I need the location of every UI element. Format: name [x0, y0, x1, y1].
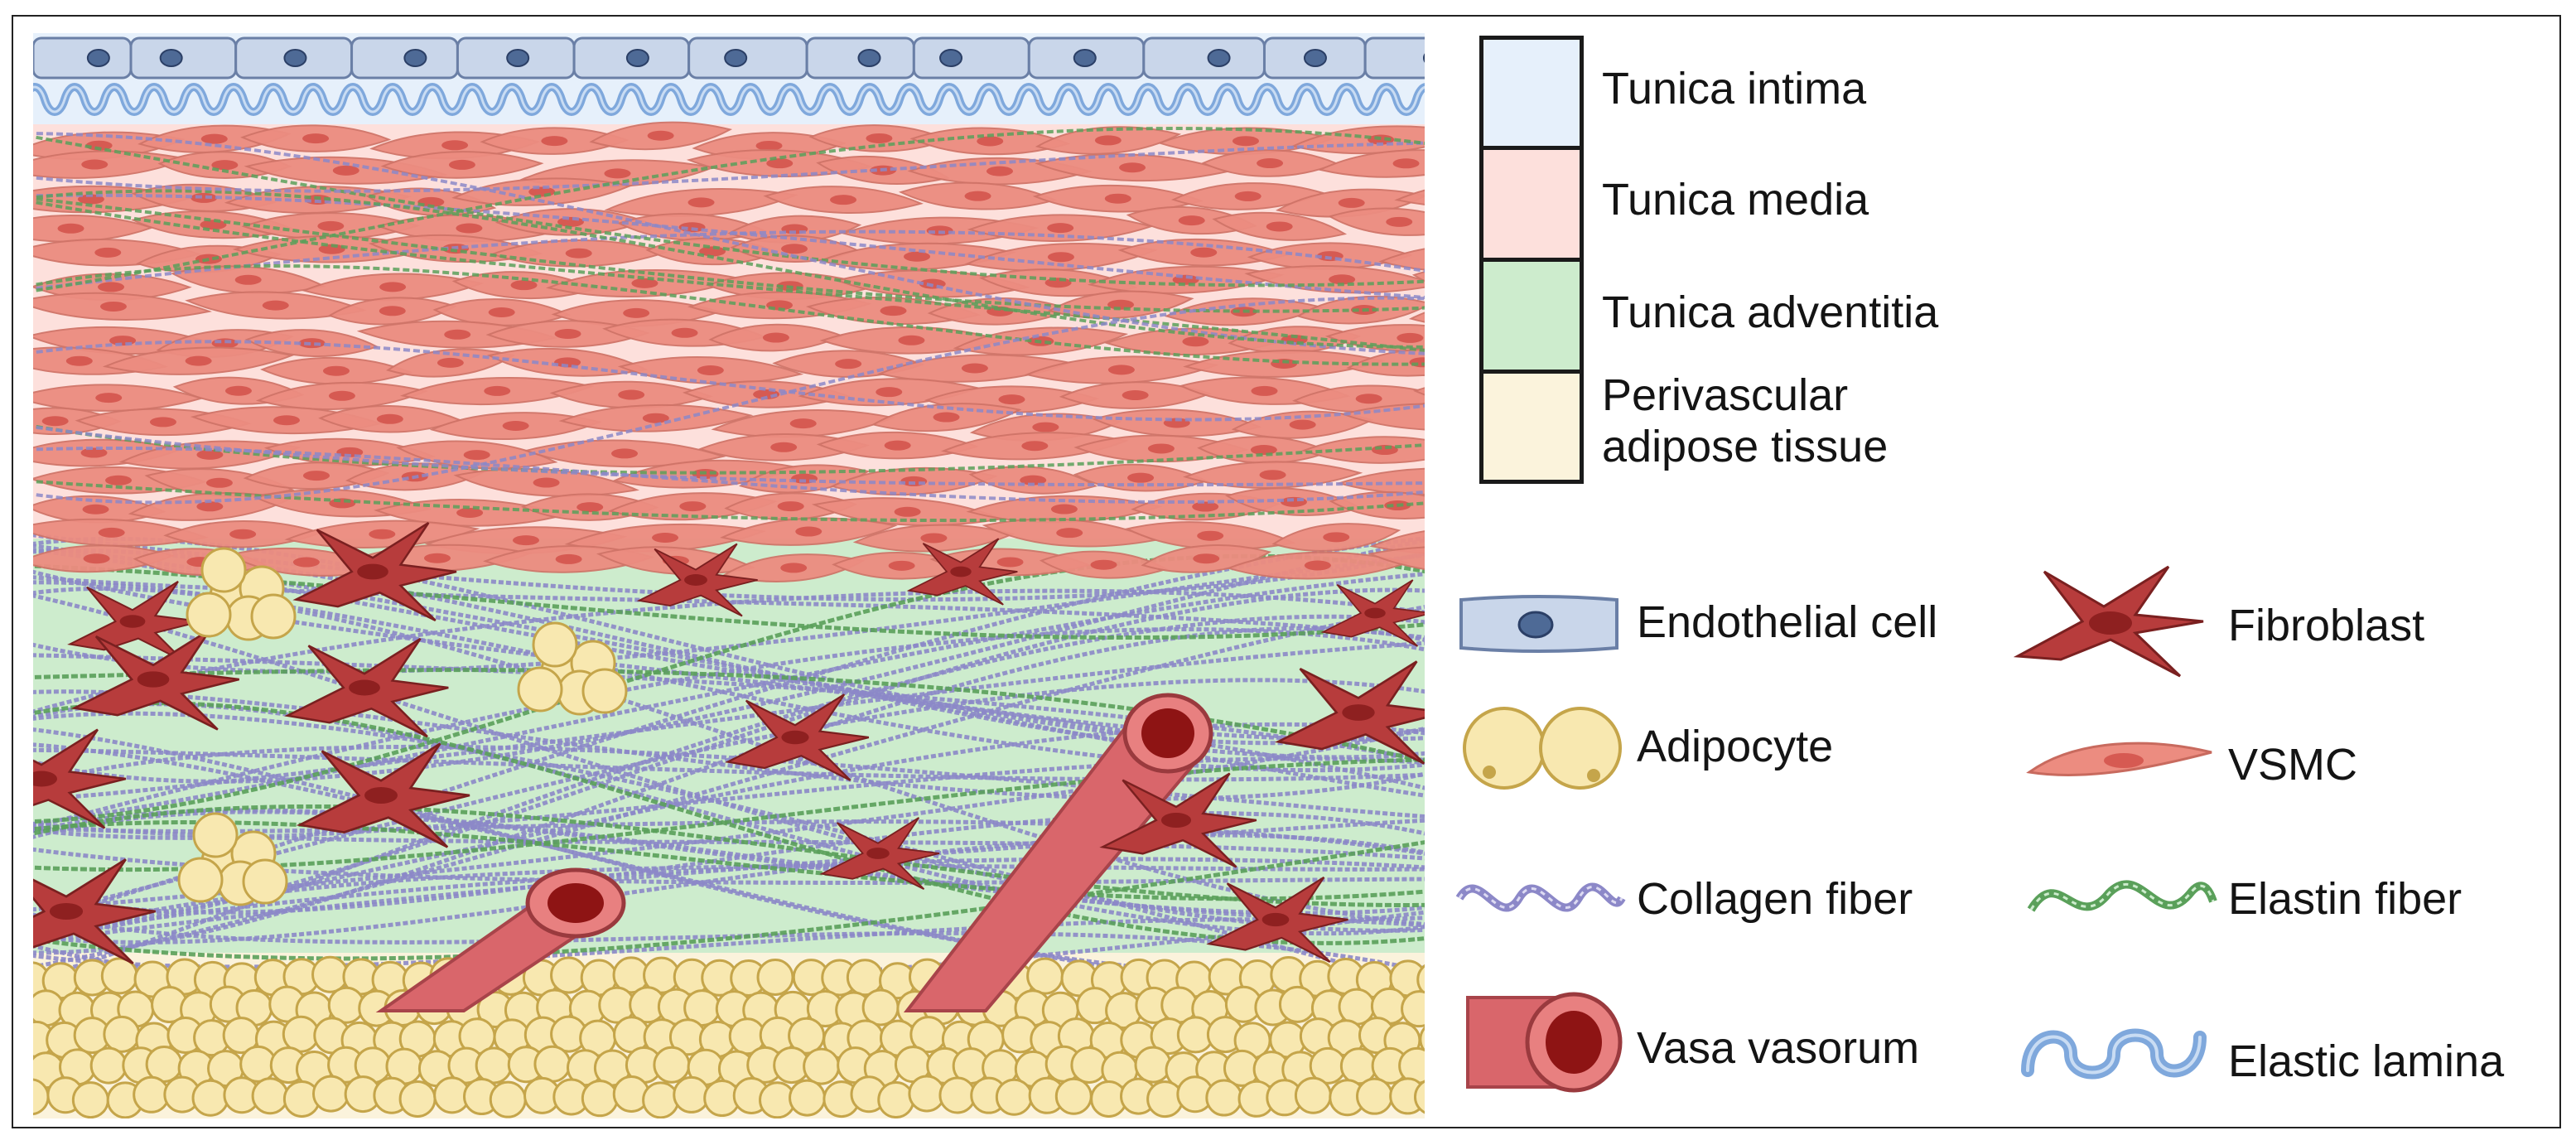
adipocyte-cell — [642, 1081, 680, 1118]
endothelial-cell — [687, 36, 808, 80]
collagen-fiber-icon — [1455, 882, 1626, 912]
adipocyte-cell — [71, 1081, 109, 1118]
adipocyte-cell — [489, 1080, 527, 1118]
adipocyte-cell — [756, 958, 794, 996]
vsmc-cell — [1394, 189, 1425, 205]
adipocyte-cell — [89, 1046, 128, 1085]
adventitia-adipocyte-clusters — [177, 547, 628, 906]
adipocyte-cell — [1294, 1076, 1332, 1114]
adipocyte-cell — [398, 1080, 437, 1118]
label-collagen-fiber: Collagen fiber — [1637, 874, 1913, 924]
adipocyte-cell — [581, 668, 628, 714]
adipocyte-cell — [177, 857, 224, 903]
vsmc-cell — [1411, 271, 1425, 283]
label-elastin-fiber: Elastin fiber — [2228, 874, 2463, 924]
vessel-wall-illustration — [33, 33, 1425, 1118]
adipocyte-cell — [581, 1080, 619, 1118]
adipocyte-cell — [312, 1075, 350, 1113]
media-fibers — [33, 127, 1425, 523]
tissue-svg — [33, 33, 1425, 1118]
adipocyte-cell — [200, 547, 247, 593]
label-tunica-intima: Tunica intima — [1602, 64, 1867, 114]
fibroblast-cell — [33, 858, 156, 964]
label-fibroblast: Fibroblast — [2228, 601, 2425, 650]
swatch-tunica-adventitia — [1479, 258, 1584, 374]
label-tunica-media: Tunica media — [1602, 175, 1869, 225]
endothelial-cell — [1142, 36, 1266, 80]
endothelial-cell — [129, 36, 238, 80]
adipocyte-icon — [1463, 707, 1622, 790]
swatch-tunica-media — [1479, 146, 1584, 262]
adipocyte-cell — [1356, 1077, 1394, 1115]
vsmc-icon — [2026, 742, 2212, 776]
media-vsmc-cells — [33, 121, 1425, 582]
adventitia-elastin-fibers — [33, 553, 1425, 961]
adipocyte-cell — [803, 1047, 841, 1085]
label-endothelial-cell: Endothelial cell — [1637, 597, 1938, 647]
vsmc-cell — [1340, 403, 1425, 431]
vsmc-cell — [1408, 312, 1425, 323]
adipocyte-cell — [1416, 964, 1425, 995]
endothelial-cell — [1363, 36, 1425, 80]
label-pvat: Perivascular adipose tissue — [1602, 370, 1889, 471]
adipocyte-cell — [475, 1046, 513, 1085]
vsmc-cell — [1378, 248, 1425, 271]
adipocyte-cell — [1401, 990, 1425, 1028]
adipocyte-cell — [103, 1015, 141, 1053]
swatch-pvat — [1479, 370, 1584, 484]
adipocyte-cell — [1070, 1046, 1108, 1084]
adipocyte-cell — [861, 988, 900, 1027]
endothelial-cell — [33, 36, 133, 80]
endothelial-cell-icon — [1459, 595, 1618, 653]
adipocyte-cell — [192, 812, 239, 858]
adipocyte-cell — [311, 955, 350, 993]
adipocyte-cell — [1026, 957, 1064, 995]
adipocyte-cell — [533, 1045, 572, 1083]
adipocyte-cell — [1054, 1077, 1093, 1115]
adipocyte-cell — [251, 1077, 289, 1115]
adipocyte-cell — [242, 858, 288, 905]
pvat-adipocytes — [33, 955, 1425, 1118]
adipocyte-cell — [653, 1046, 691, 1084]
fibroblast-icon — [2013, 565, 2204, 678]
adipocyte-cell — [517, 666, 563, 713]
adipocyte-cell — [673, 1075, 711, 1114]
adipocyte-cell — [938, 1076, 977, 1114]
adipocyte-cell — [789, 1079, 827, 1117]
adipocyte-cell — [1413, 1080, 1425, 1114]
endothelial-layer — [33, 36, 1425, 80]
adipocyte-cell — [877, 1081, 915, 1118]
adipocyte-cell — [995, 1078, 1033, 1116]
label-elastic-lamina: Elastic lamina — [2228, 1036, 2505, 1086]
vsmc-cell — [1367, 546, 1425, 570]
endothelial-cell — [912, 36, 1030, 80]
adipocyte-cell — [191, 1079, 229, 1117]
label-vasa-vasorum: Vasa vasorum — [1637, 1023, 1920, 1073]
label-tunica-adventitia: Tunica adventitia — [1602, 287, 1939, 337]
adipocyte-cell — [1278, 985, 1316, 1023]
swatch-tunica-intima — [1479, 36, 1584, 150]
vsmc-cell — [1290, 125, 1425, 155]
elastin-fiber-icon — [2027, 880, 2217, 912]
label-adipocyte: Adipocyte — [1637, 722, 1834, 771]
elastic-lamina-icon — [2021, 1028, 2207, 1080]
label-vsmc: VSMC — [2228, 740, 2358, 790]
fibroblast-cell — [33, 728, 127, 829]
vsmc-cell — [1317, 149, 1425, 178]
adventitia-fibroblasts — [33, 522, 1425, 964]
vasa-vasorum-icon — [1466, 992, 1623, 1093]
adipocyte-cell — [1419, 1026, 1425, 1053]
adipocyte-cell — [1134, 1046, 1172, 1084]
adipocyte-cell — [1205, 1079, 1243, 1117]
vasa-vasorum-vessel — [375, 867, 626, 1012]
vsmc-cell — [1324, 324, 1425, 352]
adipocyte-cell — [186, 592, 232, 638]
adipocyte-cell — [532, 621, 578, 668]
vsmc-cell — [1301, 436, 1425, 464]
vsmc-cell — [1412, 387, 1425, 396]
adipocyte-cell — [250, 593, 297, 640]
adipocyte-cell — [282, 1015, 320, 1053]
vsmc-cell — [1328, 207, 1425, 236]
